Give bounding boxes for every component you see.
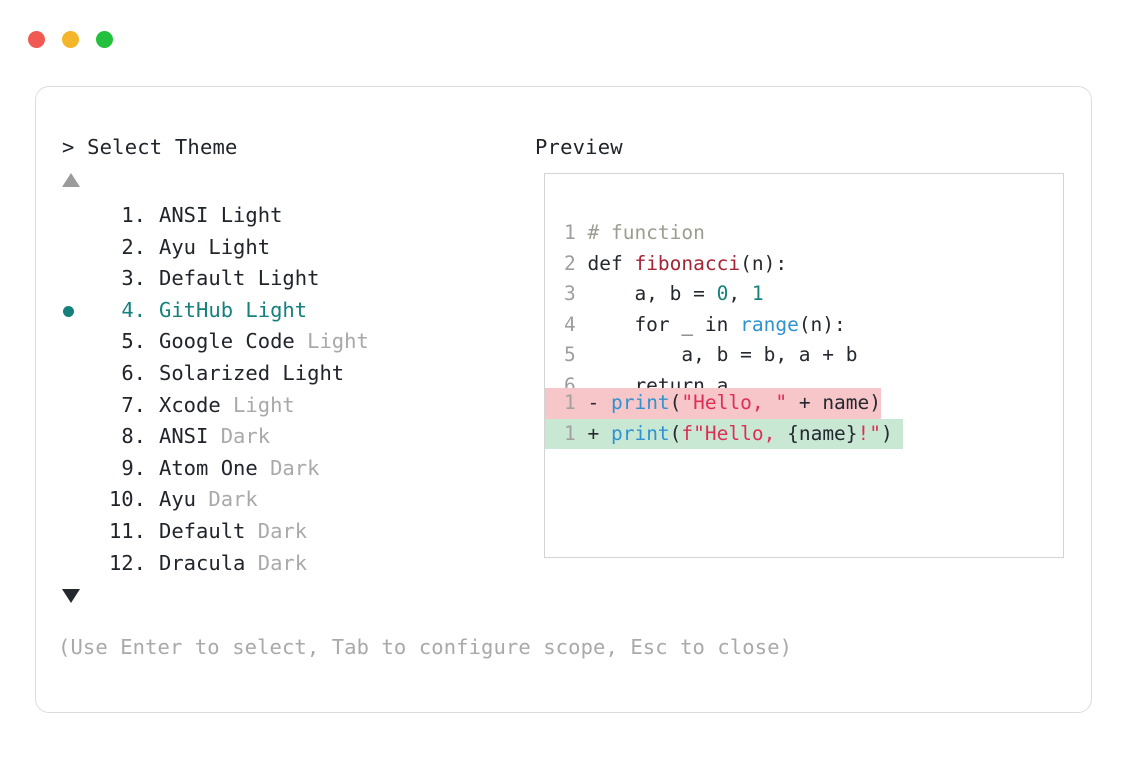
theme-item-index: 3.: [121, 266, 146, 291]
diff-token: "Hello, ": [681, 391, 788, 414]
diff-line-number: 1: [564, 421, 588, 445]
theme-list-item[interactable]: 12. Dracula Dark: [58, 548, 518, 580]
maximize-dot[interactable]: [96, 31, 113, 48]
code-line-number: 3: [564, 282, 588, 305]
theme-item-variant: Dark: [245, 518, 308, 543]
theme-item-variant: Light: [220, 392, 295, 417]
theme-item-name: Atom One: [159, 455, 258, 480]
theme-item-name: ANSI Light: [159, 203, 283, 227]
theme-list-item[interactable]: 11. Default Dark: [58, 516, 518, 548]
diff-token: (: [669, 391, 682, 414]
theme-item-index: 6.: [121, 360, 146, 385]
code-token: (n):: [798, 312, 846, 336]
code-line: 2 def fibonacci(n):: [564, 249, 858, 280]
diff-line-content: 1 - print("Hello, " + name): [545, 388, 882, 419]
code-line-number: 4: [564, 312, 588, 336]
theme-item-name: Solarized Light: [159, 360, 345, 385]
theme-item-name: Ayu Light: [159, 234, 271, 259]
diff-line-content: 1 + print(f"Hello, {name}!"): [545, 418, 903, 449]
code-token: ,: [728, 282, 752, 305]
theme-list-item[interactable]: 5. Google Code Light: [58, 326, 518, 358]
theme-item-index: 2.: [121, 234, 146, 259]
diff-sign: -: [587, 391, 611, 414]
diff-line-number: 1: [564, 391, 588, 414]
code-token: a, b = b, a + b: [587, 343, 858, 366]
diff-token: + name): [787, 391, 882, 414]
theme-item-variant: Dark: [196, 487, 258, 512]
code-token: 1: [751, 282, 764, 305]
code-line-number: 2: [564, 251, 588, 275]
selection-bullet-icon: [63, 305, 74, 317]
diff-line: 1 - print("Hello, " + name): [545, 388, 903, 419]
preview-label: Preview: [535, 135, 623, 159]
theme-list-item[interactable]: 2. Ayu Light: [58, 232, 518, 264]
theme-item-index: 4.: [121, 297, 146, 322]
theme-item-index: 1.: [121, 203, 146, 227]
theme-item-variant: Light: [294, 329, 369, 354]
theme-item-variant: Dark: [245, 550, 308, 575]
code-token: for _ in: [587, 312, 741, 336]
theme-item-name: Default Light: [159, 266, 320, 291]
theme-item-name: Dracula: [159, 550, 246, 575]
code-line: 4 for _ in range(n):: [564, 310, 858, 341]
code-token: a, b =: [587, 282, 717, 305]
code-token: # function: [587, 221, 705, 244]
theme-list-item[interactable]: 4. GitHub Light: [58, 295, 518, 327]
diff-token: print: [610, 421, 670, 445]
diff-token: (: [669, 421, 682, 445]
theme-list-item[interactable]: 6. Solarized Light: [58, 358, 518, 390]
code-token: 0: [716, 282, 729, 305]
diff-token: print: [610, 391, 670, 414]
scroll-up-icon[interactable]: [62, 173, 80, 187]
theme-list-item[interactable]: 10. Ayu Dark: [58, 484, 518, 516]
keyboard-hint: (Use Enter to select, Tab to configure s…: [58, 635, 793, 659]
diff-token: {name}: [787, 421, 858, 445]
theme-item-index: 9.: [121, 455, 146, 480]
theme-item-index: 7.: [121, 392, 146, 417]
code-token: (n):: [740, 251, 788, 275]
theme-item-name: Ayu: [159, 487, 197, 512]
theme-list-item[interactable]: 8. ANSI Dark: [58, 421, 518, 453]
diff-preview: 1 - print("Hello, " + name)1 + print(f"H…: [545, 388, 903, 449]
code-token: range: [740, 312, 799, 336]
theme-list-item[interactable]: 1. ANSI Light: [58, 200, 518, 232]
theme-list-item[interactable]: 3. Default Light: [58, 263, 518, 295]
code-line-number: 5: [564, 343, 588, 366]
diff-token: f"Hello,: [681, 421, 788, 445]
close-dot[interactable]: [28, 31, 45, 48]
theme-item-index: 5.: [121, 329, 146, 354]
theme-list-item[interactable]: 7. Xcode Light: [58, 390, 518, 422]
code-token: def: [587, 251, 635, 275]
theme-item-index: 11.: [108, 518, 146, 543]
code-line: 5 a, b = b, a + b: [564, 340, 858, 371]
diff-token: ): [881, 421, 893, 445]
scroll-down-icon[interactable]: [62, 589, 80, 603]
theme-selector-card: > Select Theme Preview 1. ANSI Light 2. Ayu…: [35, 86, 1092, 713]
theme-item-index: 8.: [121, 424, 146, 449]
window-controls: [28, 31, 113, 48]
theme-item-index: 10.: [108, 487, 146, 512]
theme-item-variant: Dark: [208, 424, 271, 449]
code-line-number: 1: [564, 221, 588, 244]
diff-line: 1 + print(f"Hello, {name}!"): [545, 418, 903, 449]
diff-sign: +: [587, 421, 611, 445]
theme-item-name: Google Code: [159, 329, 295, 354]
code-line: 1 # function: [564, 218, 858, 249]
minimize-dot[interactable]: [62, 31, 79, 48]
theme-item-variant: Dark: [257, 455, 320, 480]
code-line: 3 a, b = 0, 1: [564, 279, 858, 310]
theme-item-name: Default: [159, 518, 246, 543]
code-token: fibonacci: [634, 251, 741, 275]
theme-item-index: 12.: [108, 550, 146, 575]
theme-list-item[interactable]: 9. Atom One Dark: [58, 453, 518, 485]
theme-item-name: ANSI: [159, 424, 209, 449]
theme-item-name: GitHub Light: [159, 297, 308, 322]
diff-token: !": [857, 421, 882, 445]
code-line-number: 6: [564, 373, 588, 397]
theme-item-name: Xcode: [159, 392, 221, 417]
page-title: > Select Theme: [62, 135, 238, 159]
